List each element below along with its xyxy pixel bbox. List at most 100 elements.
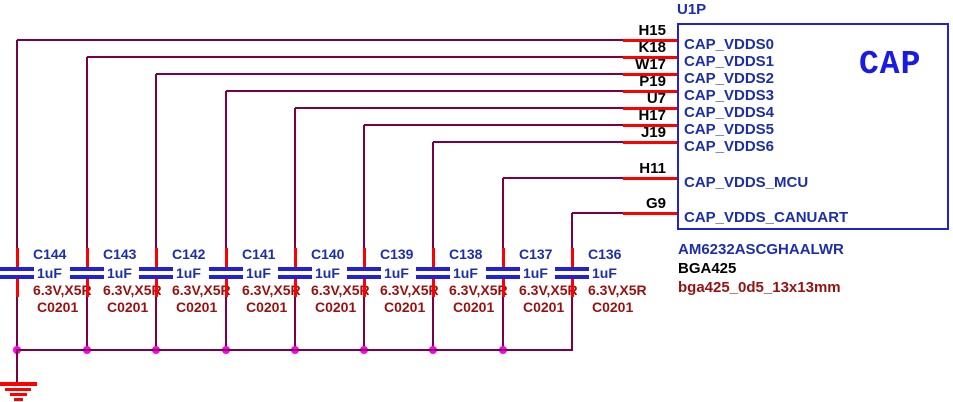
capacitor-plate[interactable] [278, 275, 312, 279]
capacitor-pin[interactable] [363, 279, 366, 297]
capacitor-plate[interactable] [416, 275, 450, 279]
wire-segment[interactable] [571, 213, 573, 248]
wire-segment[interactable] [295, 107, 623, 109]
wire-segment[interactable] [16, 40, 18, 248]
capacitor-plate[interactable] [209, 267, 243, 271]
wire-segment[interactable] [86, 297, 88, 350]
capacitor-pin[interactable] [294, 279, 297, 297]
capacitor-plate[interactable] [0, 267, 34, 271]
wire-segment[interactable] [503, 177, 623, 179]
wire-segment[interactable] [225, 91, 227, 248]
ic-pin[interactable] [623, 124, 677, 127]
capacitor-pin[interactable] [225, 279, 228, 297]
pin-number: H15 [638, 22, 666, 39]
net-label: CAP_VDDS5 [684, 121, 775, 138]
capacitor-pin[interactable] [571, 279, 574, 297]
capacitor-pin[interactable] [155, 248, 158, 267]
ic-pin[interactable] [623, 56, 677, 59]
ic-symbol-title: CAP [859, 46, 922, 83]
capacitor-pin[interactable] [225, 248, 228, 267]
capacitor-pin[interactable] [502, 248, 505, 267]
ground-bar[interactable] [10, 393, 27, 396]
cap-rating: 6.3V,X5R [380, 282, 439, 298]
wire-segment[interactable] [155, 74, 157, 248]
pin-number: J19 [640, 124, 666, 141]
wire-segment[interactable] [156, 73, 623, 75]
capacitor-plate[interactable] [139, 275, 173, 279]
wire-segment[interactable] [433, 141, 623, 143]
cap-rating: 6.3V,X5R [242, 282, 301, 298]
net-label: CAP_VDDS3 [684, 87, 775, 104]
cap-rating: 6.3V,X5R [449, 282, 508, 298]
ic-pin[interactable] [623, 107, 677, 110]
net-label: CAP_VDDS1 [684, 53, 775, 70]
capacitor-plate[interactable] [486, 275, 520, 279]
ic-pin[interactable] [623, 177, 677, 180]
capacitor-pin[interactable] [432, 248, 435, 267]
capacitor-plate[interactable] [139, 267, 173, 271]
cap-value: 1uF [523, 265, 548, 281]
capacitor-pin[interactable] [16, 248, 19, 267]
wire-segment[interactable] [16, 351, 18, 382]
cap-refdes: C136 [588, 246, 622, 262]
capacitor-pin[interactable] [294, 248, 297, 267]
capacitor-pin[interactable] [16, 279, 19, 297]
ic-pin[interactable] [623, 141, 677, 144]
capacitor-plate[interactable] [70, 267, 104, 271]
capacitor-pin[interactable] [502, 279, 505, 297]
wire-segment[interactable] [16, 297, 18, 350]
capacitor-plate[interactable] [486, 267, 520, 271]
cap-rating: 6.3V,X5R [172, 282, 231, 298]
capacitor-plate[interactable] [416, 267, 450, 271]
ground-bar[interactable] [5, 388, 31, 391]
cap-footprint: C0201 [523, 299, 565, 315]
wire-segment[interactable] [363, 297, 365, 350]
ic-pin[interactable] [623, 90, 677, 93]
wire-segment[interactable] [363, 125, 365, 248]
capacitor-plate[interactable] [0, 275, 34, 279]
capacitor-pin[interactable] [155, 279, 158, 297]
capacitor-pin[interactable] [86, 248, 89, 267]
wire-segment[interactable] [294, 108, 296, 248]
wire-segment[interactable] [226, 90, 623, 92]
ic-pin[interactable] [623, 73, 677, 76]
capacitor-pin[interactable] [432, 279, 435, 297]
net-label: CAP_VDDS4 [684, 104, 775, 121]
capacitor-plate[interactable] [555, 275, 589, 279]
ic-pin[interactable] [623, 39, 677, 42]
capacitor-pin[interactable] [571, 248, 574, 267]
capacitor-plate[interactable] [209, 275, 243, 279]
wire-segment[interactable] [502, 178, 504, 248]
cap-value: 1uF [176, 265, 201, 281]
wire-segment[interactable] [364, 124, 623, 126]
wire-segment[interactable] [87, 56, 623, 58]
wire-segment[interactable] [432, 142, 434, 248]
capacitor-pin[interactable] [363, 248, 366, 267]
cap-footprint: C0201 [176, 299, 218, 315]
capacitor-pin[interactable] [86, 279, 89, 297]
wire-segment[interactable] [432, 297, 434, 350]
cap-footprint: C0201 [315, 299, 357, 315]
wire-segment[interactable] [572, 212, 623, 214]
wire-segment[interactable] [17, 39, 623, 41]
ground-bar[interactable] [0, 382, 37, 386]
capacitor-plate[interactable] [347, 275, 381, 279]
capacitor-plate[interactable] [278, 267, 312, 271]
ground-bar[interactable] [14, 398, 23, 401]
ic-part-number: AM6232ASCGHAALWR [678, 241, 844, 258]
wire-segment[interactable] [502, 297, 504, 350]
wire-segment[interactable] [155, 297, 157, 350]
wire-segment[interactable] [16, 349, 573, 351]
capacitor-plate[interactable] [70, 275, 104, 279]
cap-refdes: C143 [103, 246, 137, 262]
wire-segment[interactable] [294, 297, 296, 350]
cap-footprint: C0201 [107, 299, 149, 315]
wire-segment[interactable] [86, 57, 88, 248]
wire-segment[interactable] [571, 297, 573, 351]
ic-pin[interactable] [623, 212, 677, 215]
ic-body[interactable] [677, 23, 949, 230]
capacitor-plate[interactable] [555, 267, 589, 271]
wire-segment[interactable] [225, 297, 227, 350]
capacitor-plate[interactable] [347, 267, 381, 271]
cap-footprint: C0201 [453, 299, 495, 315]
